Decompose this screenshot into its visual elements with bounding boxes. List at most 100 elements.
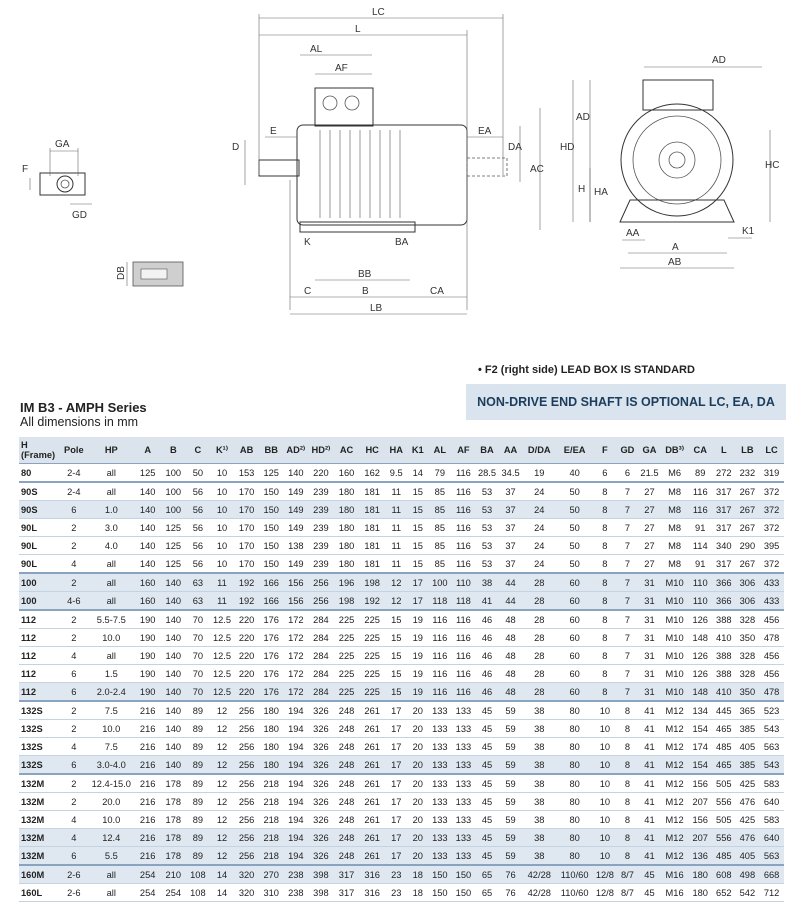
table-cell: 41: [638, 719, 661, 738]
shaft-key-detail: GA F GD: [22, 139, 92, 221]
table-cell: M12: [660, 737, 689, 756]
table-cell: 31: [638, 646, 661, 665]
table-cell: 90L: [19, 536, 61, 555]
table-cell: 316: [359, 864, 385, 884]
table-cell: 207: [688, 792, 713, 811]
table-cell: M10: [660, 609, 689, 629]
table-cell: 91: [688, 554, 713, 574]
table-cell: 326: [308, 773, 334, 793]
table-cell: 10: [593, 737, 617, 756]
table-cell: 45: [475, 810, 499, 829]
table-cell: 284: [308, 664, 334, 683]
table-cell: 24: [522, 554, 557, 574]
table-cell: 176: [258, 628, 284, 647]
table-cell: 138: [283, 536, 309, 555]
table-cell: 180: [688, 864, 713, 884]
column-header: HA: [385, 437, 408, 464]
table-cell: 38: [522, 773, 557, 793]
table-cell: 328: [735, 664, 760, 683]
table-cell: 41: [638, 737, 661, 756]
table-cell: 11: [385, 481, 408, 501]
table-cell: 46: [475, 664, 499, 683]
table-cell: 485: [712, 846, 736, 866]
table-cell: 41: [638, 828, 661, 847]
table-cell: 556: [712, 792, 736, 811]
table-cell: 317: [712, 518, 736, 537]
table-cell: 53: [475, 536, 499, 555]
column-header: L: [712, 437, 736, 464]
table-cell: 20: [407, 846, 429, 866]
table-cell: 154: [688, 755, 713, 775]
table-cell: 38: [522, 792, 557, 811]
table-cell: 140: [160, 664, 187, 683]
table-cell: 317: [712, 554, 736, 574]
table-cell: 388: [712, 646, 736, 665]
table-cell: 116: [451, 664, 476, 683]
table-cell: 31: [638, 591, 661, 611]
table-cell: 4: [60, 828, 88, 847]
table-cell: 248: [333, 700, 360, 720]
table-cell: 20: [407, 700, 429, 720]
table-cell: 11: [385, 518, 408, 537]
table-cell: 60: [556, 628, 594, 647]
table-cell: 640: [759, 792, 784, 811]
table-cell: 194: [283, 810, 309, 829]
column-header: E/EA: [556, 437, 594, 464]
table-cell: 7: [616, 481, 639, 501]
column-header: K1: [407, 437, 429, 464]
table-cell: 100: [160, 463, 187, 483]
table-cell: 225: [333, 628, 360, 647]
table-cell: 210: [160, 864, 187, 884]
table-cell: 140: [134, 518, 161, 537]
table-cell: 523: [759, 700, 784, 720]
table-cell: 225: [359, 682, 385, 702]
table-cell: 133: [428, 755, 452, 775]
table-cell: 70: [186, 682, 210, 702]
table-cell: 433: [759, 572, 784, 592]
table-cell: 239: [308, 536, 334, 555]
label-AC: AC: [530, 164, 544, 175]
table-cell: 20: [407, 792, 429, 811]
table-cell: 328: [735, 609, 760, 629]
table-cell: 18: [407, 864, 429, 884]
table-cell: 70: [186, 609, 210, 629]
table-cell: M10: [660, 664, 689, 683]
table-cell: 1.5: [87, 664, 135, 683]
table-cell: 112: [19, 646, 61, 665]
table-cell: 116: [451, 628, 476, 647]
table-cell: 267: [735, 481, 760, 501]
table-cell: 254: [134, 883, 161, 902]
table-cell: 80: [556, 719, 594, 738]
table-cell: 89: [186, 719, 210, 738]
table-cell: 238: [283, 864, 309, 884]
table-cell: 59: [498, 792, 523, 811]
table-cell: 48: [498, 664, 523, 683]
table-cell: 261: [359, 737, 385, 756]
table-cell: 15: [407, 500, 429, 519]
table-cell: M12: [660, 773, 689, 793]
table-cell: 306: [735, 572, 760, 592]
table-cell: 10: [209, 463, 235, 483]
table-cell: 112: [19, 609, 61, 629]
table-cell: 60: [556, 646, 594, 665]
table-cell: 140: [160, 682, 187, 702]
table-cell: 15: [407, 554, 429, 574]
table-cell: 2: [60, 572, 88, 592]
table-cell: 156: [283, 591, 309, 611]
table-cell: 160L: [19, 883, 61, 902]
table-cell: 85: [428, 536, 452, 555]
table-cell: 256: [234, 773, 259, 793]
table-cell: 9.5: [385, 463, 408, 483]
table-cell: 14: [209, 883, 235, 902]
optional-shaft-banner: NON-DRIVE END SHAFT IS OPTIONAL LC, EA, …: [466, 384, 786, 420]
table-cell: 254: [160, 883, 187, 902]
table-cell: 170: [234, 518, 259, 537]
table-cell: 65: [475, 864, 499, 884]
table-cell: 31: [638, 682, 661, 702]
table-cell: 11: [209, 572, 235, 592]
column-header: HC: [359, 437, 385, 464]
